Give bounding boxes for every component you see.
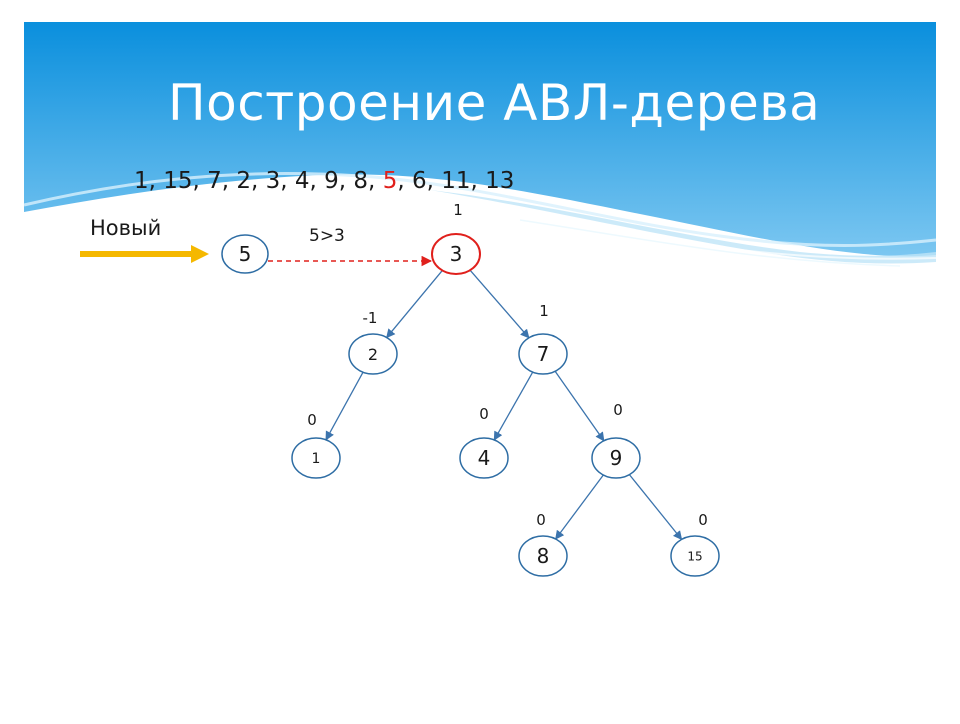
tree-edge-n9-n8 xyxy=(555,474,604,540)
tree-node-7: 71 xyxy=(518,302,568,375)
tree-edge-n7-n9 xyxy=(554,370,605,442)
tree-node-circle xyxy=(518,333,568,375)
sequence-after: , 6, 11, 13 xyxy=(397,168,515,194)
tree-node-circle xyxy=(431,233,481,275)
balance-factor-label: 1 xyxy=(539,302,549,320)
tree-node-circle xyxy=(291,437,341,479)
balance-factor-label: 0 xyxy=(613,401,623,419)
balance-factor-label: 0 xyxy=(536,511,546,529)
tree-node-value: 7 xyxy=(537,342,550,366)
header-band xyxy=(23,22,937,267)
balance-factor-label: 0 xyxy=(307,411,317,429)
insert-sequence: 1, 15, 7, 2, 3, 4, 9, 8, 5, 6, 11, 13 xyxy=(134,168,514,194)
tree-node-9: 90 xyxy=(591,401,641,479)
new-node: 5 xyxy=(221,234,269,274)
tree-edge-n9-n15 xyxy=(628,474,683,541)
tree-edge-n2-n1 xyxy=(325,371,364,441)
balance-factor-label: 0 xyxy=(698,511,708,529)
balance-factor-label: 1 xyxy=(453,201,463,219)
tree-node-value: 8 xyxy=(537,544,550,568)
sequence-highlight: 5 xyxy=(382,168,398,194)
tree-node-value: 9 xyxy=(610,446,623,470)
sequence-before: 1, 15, 7, 2, 3, 4, 9, 8, xyxy=(134,168,383,194)
tree-node-3: 31 xyxy=(431,201,481,275)
tree-node-value: 3 xyxy=(450,242,463,266)
tree-node-15: 15 0 xyxy=(670,511,720,577)
tree-node-circle xyxy=(591,437,641,479)
tree-node-8: 80 xyxy=(518,511,568,577)
balance-factor-label: -1 xyxy=(363,309,378,327)
new-node-value: 5 xyxy=(239,242,252,266)
comparison-label: 5>3 xyxy=(309,226,345,246)
tree-node-circle xyxy=(348,333,398,375)
balance-factor-label: 0 xyxy=(479,405,489,423)
new-label: Новый xyxy=(90,216,162,240)
slide-title: Построение АВЛ-дерева xyxy=(168,74,821,132)
tree-node-circle xyxy=(459,437,509,479)
tree-node-value: 1 xyxy=(312,451,321,467)
tree-node-value: 4 xyxy=(478,446,491,470)
tree-node-2: 2 -1 xyxy=(348,309,398,375)
tree-node-circle xyxy=(670,535,720,577)
tree-node-value: 15 xyxy=(687,549,702,563)
tree-node-4: 40 xyxy=(459,405,509,479)
tree-node-value: 2 xyxy=(368,345,378,364)
tree-edges xyxy=(325,269,683,541)
tree-edge-n3-n2 xyxy=(386,270,443,339)
tree-node-1: 10 xyxy=(291,411,341,479)
tree-node-circle xyxy=(518,535,568,577)
tree-edge-n7-n4 xyxy=(493,371,534,441)
tree-edge-n3-n7 xyxy=(469,269,530,339)
